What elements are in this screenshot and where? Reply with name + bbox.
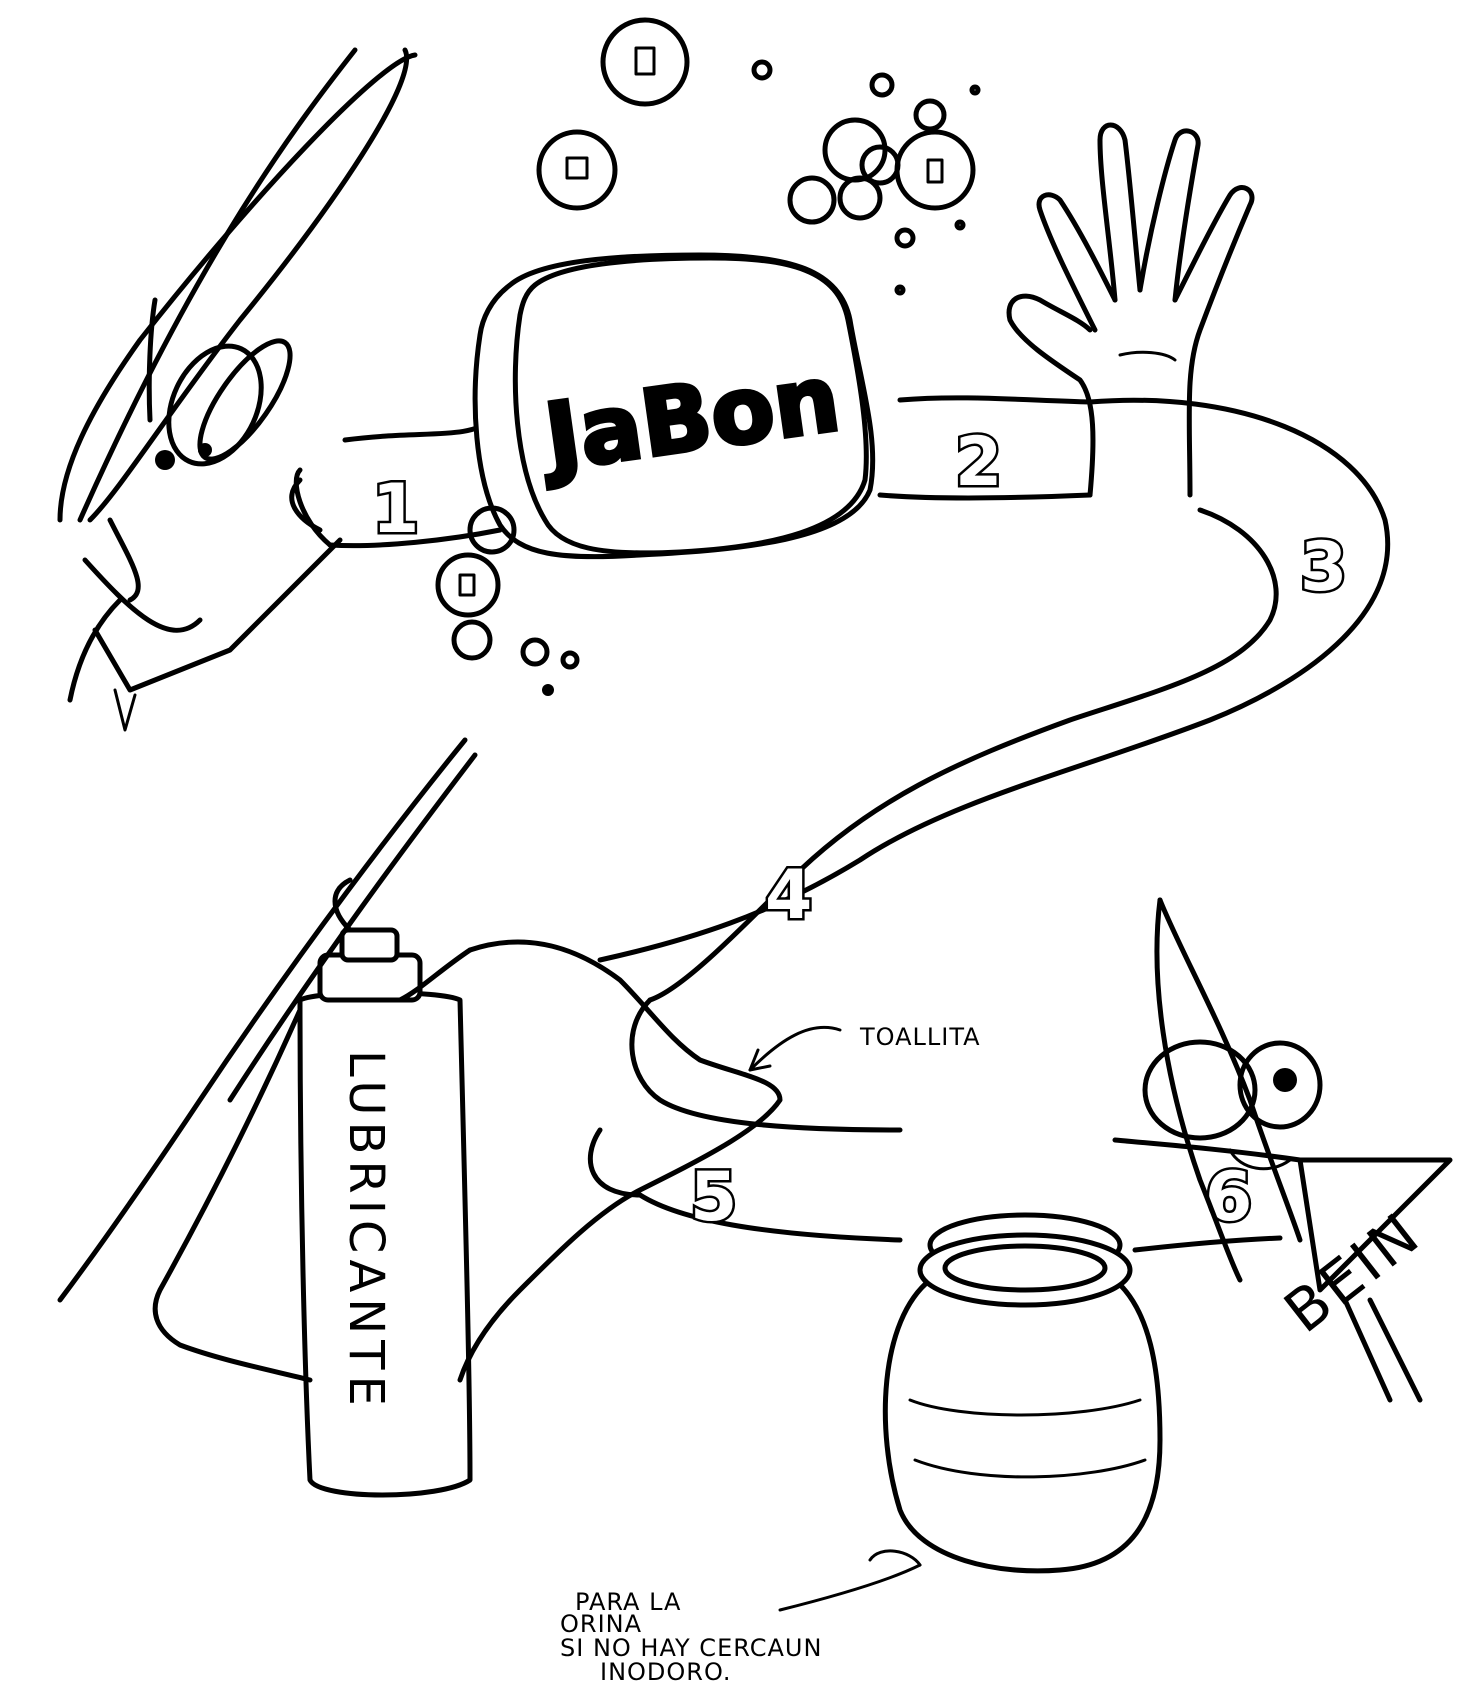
svg-text:4: 4 — [765, 856, 812, 935]
lubricant-tube: LUBRICANTE — [300, 880, 470, 1495]
bein-label: BEIN — [1272, 1198, 1434, 1346]
jar — [885, 1215, 1160, 1571]
towel-label: TOALLITA — [859, 1023, 981, 1051]
step-number-5: 5 — [690, 1158, 737, 1237]
step-number-3: 3 — [1300, 528, 1347, 607]
step-number-6: 6 — [1205, 1158, 1252, 1237]
step-number-2: 2 — [955, 423, 1002, 502]
jar-note-line4: INODORO. — [600, 1658, 732, 1681]
lubricant-label: LUBRICANTE — [338, 1050, 394, 1412]
hand-icon — [1009, 125, 1252, 495]
winding-path — [330, 398, 1388, 1250]
jar-callout: PARA LA ORINA SI NO HAY CERCAUN INODORO. — [560, 1551, 920, 1681]
character-bottom-right: BEIN — [1145, 900, 1450, 1400]
step-number-4: 4 — [765, 856, 812, 935]
character-top-left — [60, 50, 415, 730]
towel-callout: TOALLITA — [750, 1023, 981, 1070]
svg-text:6: 6 — [1205, 1158, 1252, 1237]
svg-text:1: 1 — [372, 470, 419, 549]
soap-bar: JaBon — [475, 255, 873, 557]
svg-text:2: 2 — [955, 423, 1002, 502]
svg-text:3: 3 — [1300, 528, 1347, 607]
svg-text:5: 5 — [690, 1158, 737, 1237]
step-number-1: 1 — [372, 470, 419, 549]
